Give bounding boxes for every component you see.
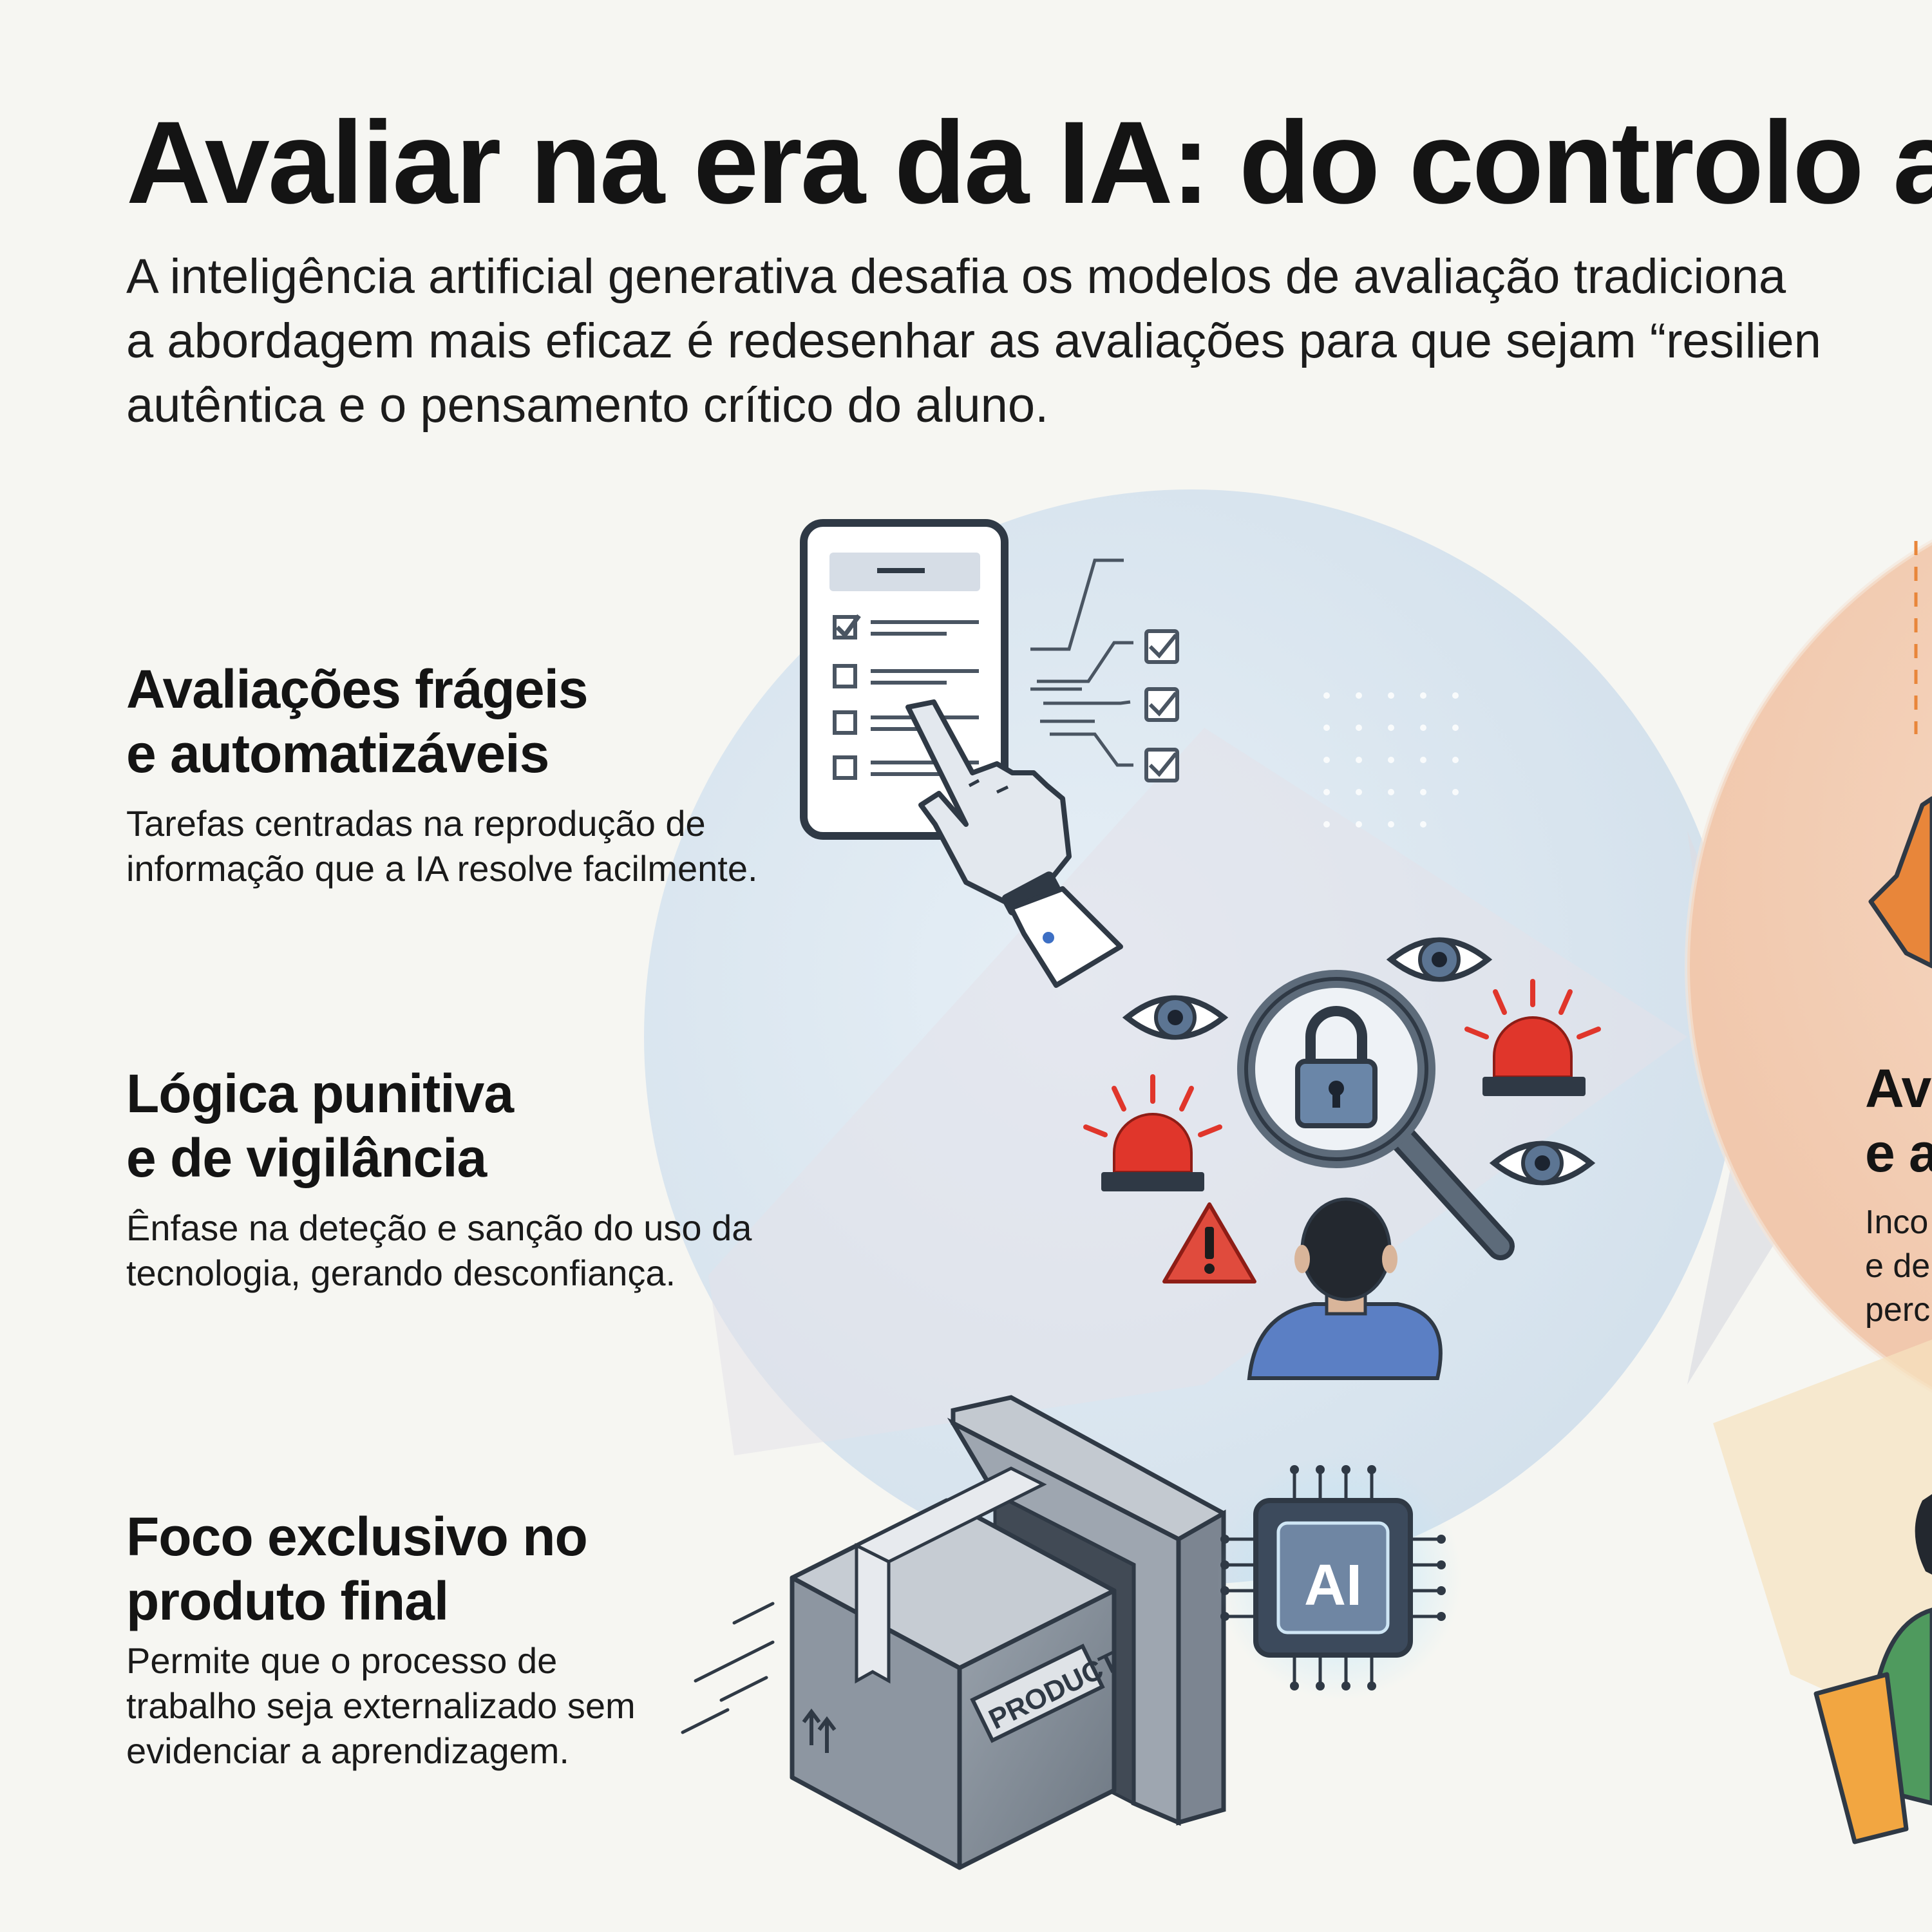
- text-line: Ênfase na deteção e sanção do uso da: [126, 1208, 752, 1248]
- block-text: Ênfase na deteção e sanção do uso da tec…: [126, 1206, 752, 1296]
- check-lines: [1030, 558, 1133, 767]
- person-icon: [1247, 1197, 1443, 1380]
- text-line: e de: [1865, 1247, 1931, 1285]
- text-line: perc: [1865, 1291, 1931, 1329]
- intro-paragraph: A inteligência artificial generativa des…: [126, 245, 1821, 438]
- product-box-icon: [681, 1395, 1226, 1870]
- block-fragile-assessments: Avaliações frágeis e automatizáveis Tare…: [126, 657, 758, 891]
- alarm-light-icon: [1083, 1074, 1222, 1191]
- text-line: trabalho seja externalizado sem: [126, 1685, 636, 1726]
- block-text: Tarefas centradas na reprodução de infor…: [126, 801, 758, 891]
- text-line: Inco: [1865, 1204, 1929, 1241]
- page-title: Avaliar na era da IA: do controlo a: [126, 97, 1932, 228]
- heading-line: Foco exclusivo no: [126, 1506, 588, 1567]
- checkbox-icons: [1144, 629, 1179, 782]
- block-final-product-focus: Foco exclusivo no produto final Permite …: [126, 1504, 636, 1774]
- block-text: Inco e de perc: [1865, 1200, 1932, 1332]
- text-line: informação que a IA resolve facilmente.: [126, 848, 758, 889]
- dot-pattern: [1323, 692, 1459, 828]
- eye-icon: [1122, 995, 1229, 1040]
- text-line: Tarefas centradas na reprodução de: [126, 803, 706, 844]
- block-text: Permite que o processo de trabalho seja …: [126, 1638, 636, 1774]
- block-punitive-logic: Lógica punitiva e de vigilância Ênfase n…: [126, 1061, 752, 1296]
- block-heading: Av e a: [1865, 1056, 1932, 1185]
- text-line: evidenciar a aprendizagem.: [126, 1730, 569, 1771]
- eye-icon: [1489, 1141, 1596, 1186]
- block-right-partial: Av e a Inco e de perc: [1865, 1056, 1932, 1332]
- robot-hand-icon: [905, 699, 1123, 988]
- right-person-icon: [1814, 1494, 1932, 1844]
- heading-line: Av: [1865, 1058, 1931, 1119]
- circle-facet: [708, 728, 1687, 1455]
- intro-line: a abordagem mais eficaz é redesenhar as …: [126, 314, 1821, 368]
- heading-line: e automatizáveis: [126, 723, 549, 784]
- alarm-light-icon: [1464, 979, 1601, 1096]
- right-hand-icon: [1868, 541, 1932, 969]
- ai-chip-icon: [1217, 1455, 1462, 1700]
- right-circle-bg: [1687, 542, 1932, 1390]
- heading-line: produto final: [126, 1571, 449, 1631]
- chip-label: AI: [1304, 1553, 1362, 1618]
- intro-line: A inteligência artificial generativa des…: [126, 249, 1786, 304]
- warning-icon: [1162, 1202, 1256, 1283]
- heading-line: Lógica punitiva: [126, 1063, 514, 1124]
- text-line: tecnologia, gerando desconfiança.: [126, 1253, 676, 1293]
- heading-line: e a: [1865, 1122, 1932, 1183]
- block-heading: Avaliações frágeis e automatizáveis: [126, 657, 758, 786]
- intro-line: autêntica e o pensamento crítico do alun…: [126, 378, 1049, 433]
- magnifier-lock-icon: [1237, 970, 1515, 1260]
- heading-line: Avaliações frágeis: [126, 659, 589, 719]
- text-line: Permite que o processo de: [126, 1640, 558, 1681]
- block-heading: Lógica punitiva e de vigilância: [126, 1061, 752, 1190]
- eye-icon: [1386, 937, 1493, 982]
- block-heading: Foco exclusivo no produto final: [126, 1504, 636, 1633]
- heading-line: e de vigilância: [126, 1128, 487, 1188]
